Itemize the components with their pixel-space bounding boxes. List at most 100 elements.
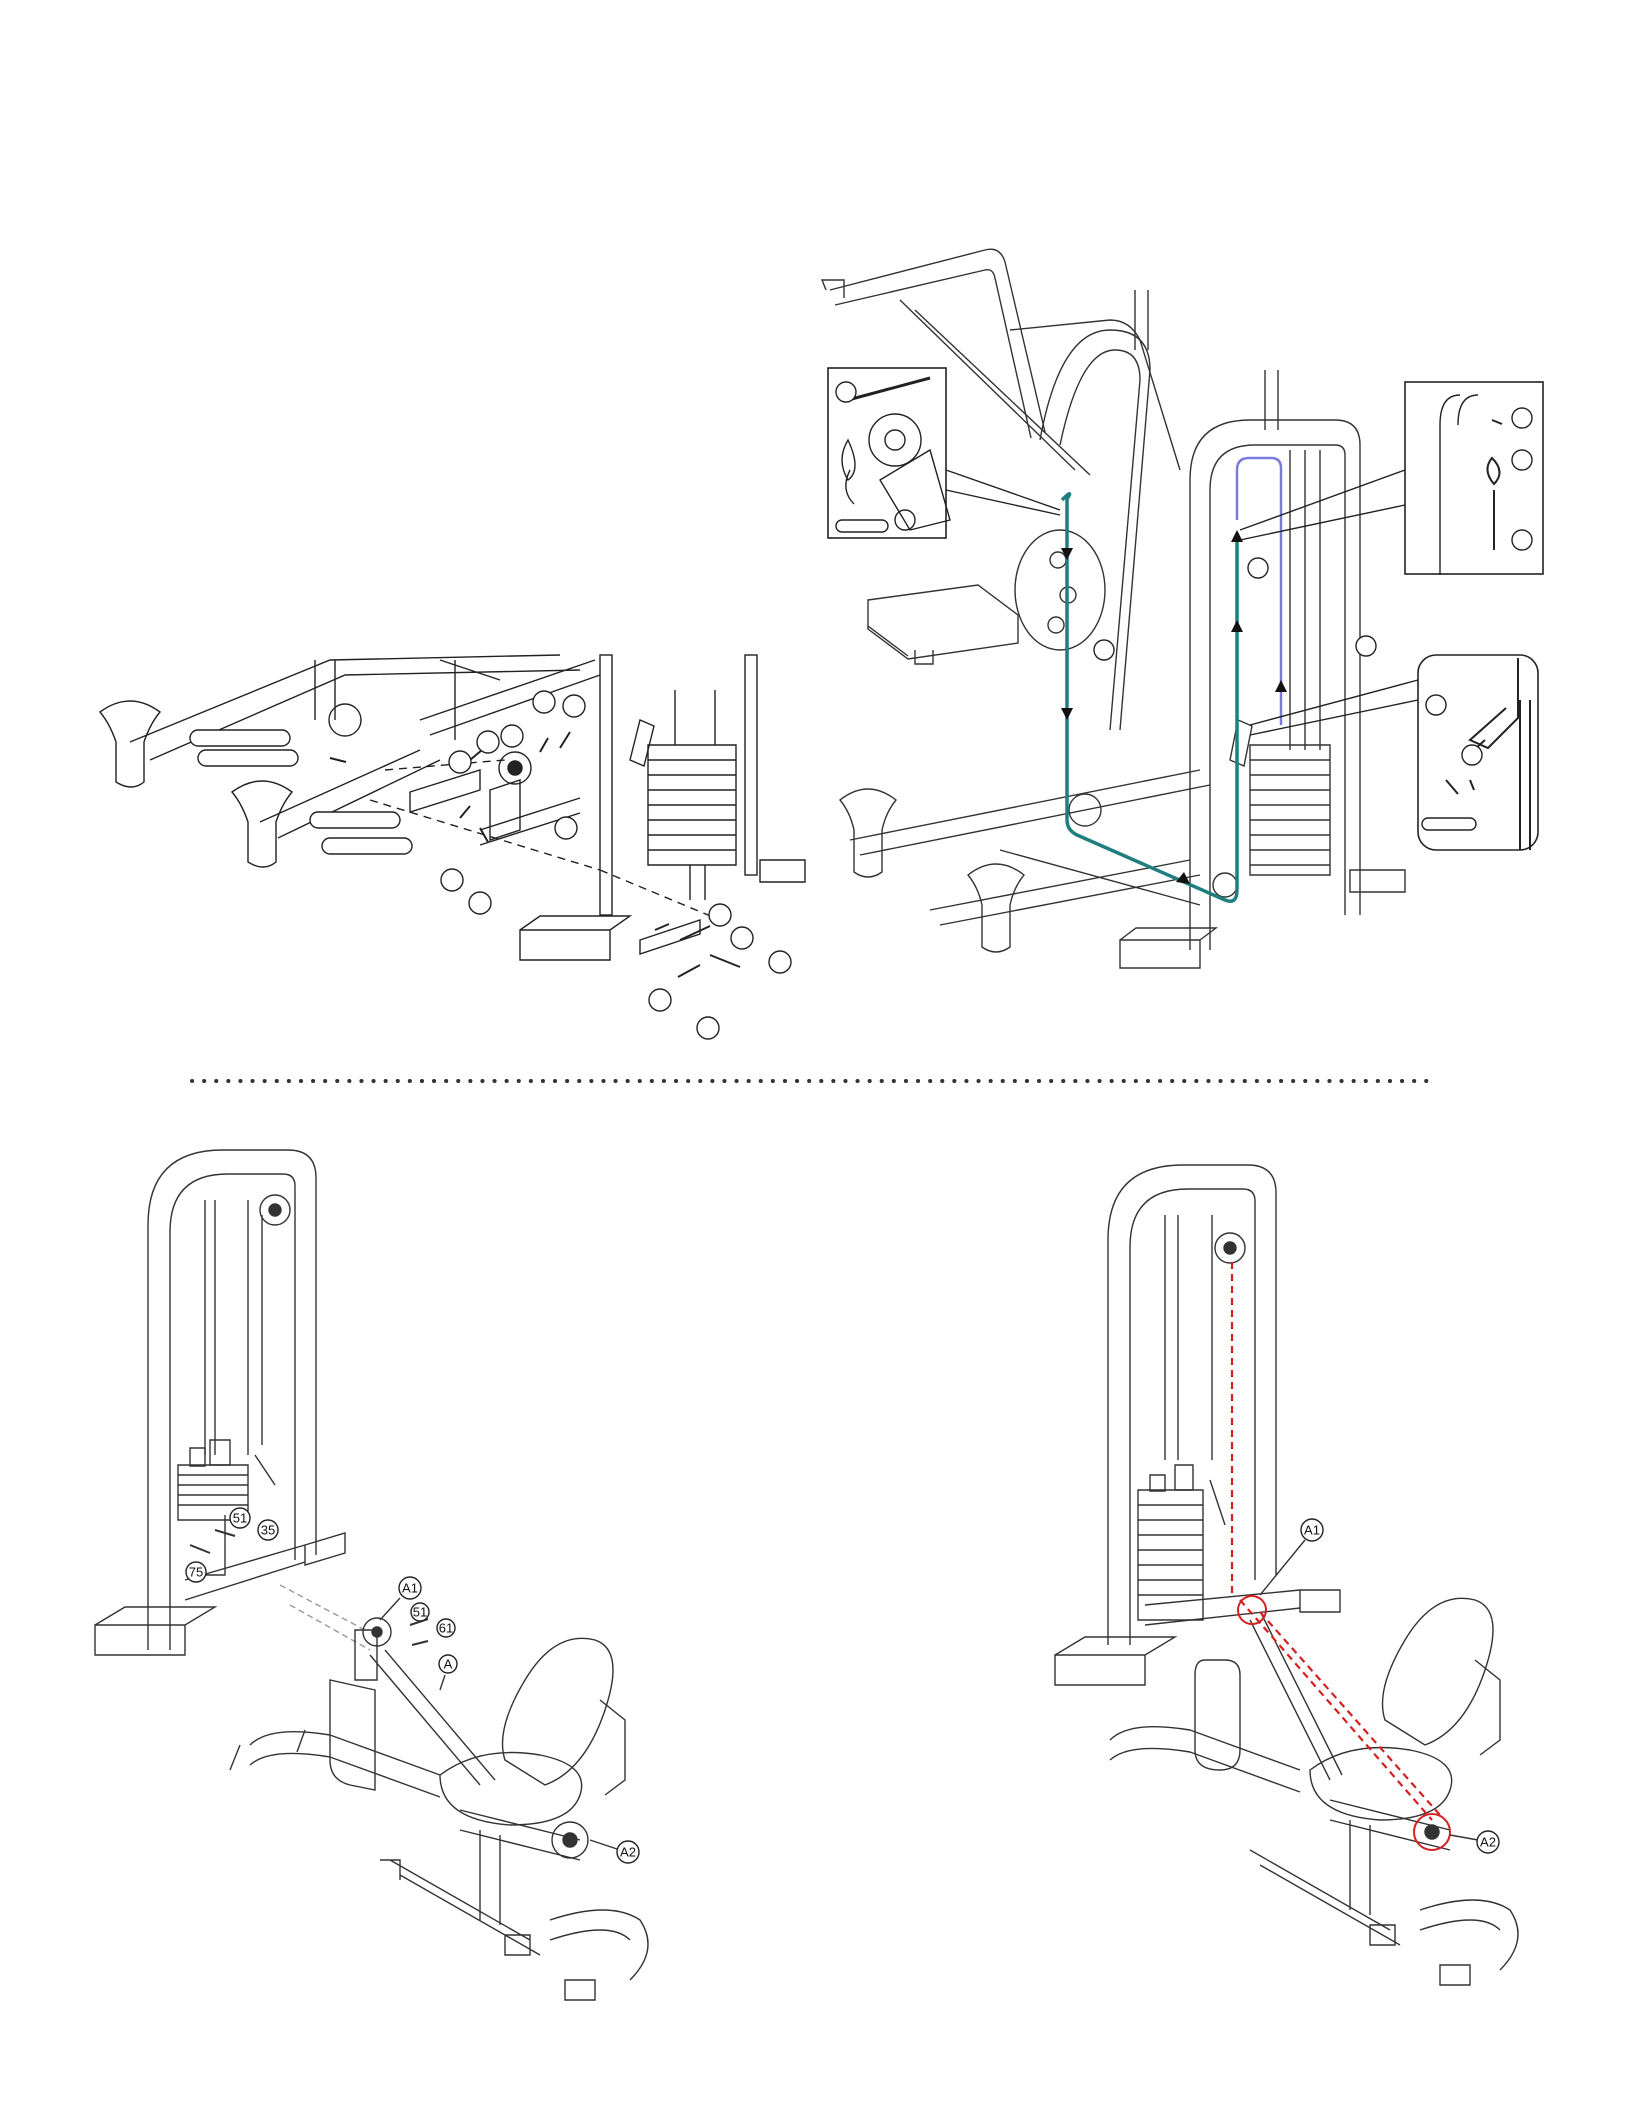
callout-61: 61 — [437, 1619, 455, 1637]
tower-bottom-pulley — [1213, 873, 1237, 897]
top-left-bracket-assembly — [100, 655, 805, 977]
tower-inner-rails — [205, 1200, 248, 1455]
inset-leader-lines — [946, 470, 1418, 735]
callout-bubble — [441, 869, 463, 891]
weight-stack-rods — [675, 690, 715, 900]
arm-bracket — [355, 1630, 377, 1680]
callout-text: 51 — [233, 1511, 247, 1526]
weight-stack-handle — [630, 720, 654, 766]
foot-pad-lower — [968, 864, 1024, 952]
top-left-callouts — [441, 691, 791, 1039]
callout-a: A — [439, 1655, 457, 1673]
machine-base-foot — [1120, 870, 1405, 968]
tower-base-bl — [95, 1515, 345, 1655]
tower-frame-left — [148, 1150, 316, 1650]
seat-frame-br — [1330, 1800, 1450, 1915]
tower-guide-rods — [1290, 450, 1320, 750]
leg-shin-pad — [330, 1680, 375, 1790]
callout-bubble — [697, 1017, 719, 1039]
seat-back-br — [1383, 1598, 1494, 1745]
tower-frame-right — [1108, 1165, 1276, 1645]
callout-35: 35 — [258, 1520, 278, 1540]
label-bar-3 — [310, 812, 400, 828]
frame-pulley — [329, 704, 361, 736]
callout-bubble — [709, 904, 731, 926]
machine-base-rails — [850, 770, 1210, 925]
weight-tower-upright-left — [600, 655, 612, 915]
callout-bubble — [1426, 695, 1446, 715]
callout-text: 35 — [261, 1523, 275, 1538]
weight-stack-top-bl — [190, 1440, 275, 1485]
callout-text: 51 — [413, 1605, 427, 1620]
top-left-label-bars — [190, 730, 412, 854]
detail-insets — [828, 368, 1543, 850]
callout-text: 75 — [189, 1565, 203, 1580]
leg-shin-pad-br — [1195, 1660, 1240, 1770]
front-handlebar — [230, 1730, 440, 1797]
callout-a1: A1 — [1301, 1519, 1323, 1541]
front-handlebar-br — [1110, 1727, 1300, 1792]
callout-text: A2 — [1480, 1835, 1496, 1850]
callout-leaders-bl — [380, 1598, 620, 1850]
callout-bubble — [1512, 450, 1532, 470]
callout-51: 51 — [411, 1603, 429, 1621]
leg-arm — [370, 1650, 495, 1785]
callout-bubble — [477, 731, 499, 753]
callout-bubble — [836, 382, 856, 402]
tower-frame — [1190, 420, 1360, 950]
callout-bubble — [449, 751, 471, 773]
label-bar-5 — [836, 520, 888, 532]
callout-text: 61 — [439, 1621, 453, 1636]
seat-frame — [460, 1810, 580, 1925]
weight-stack-right — [1250, 745, 1330, 875]
weight-stack — [648, 745, 736, 865]
red-highlight-a1 — [1238, 1596, 1266, 1624]
front-base-bl — [380, 1860, 540, 1955]
top-right-machine — [822, 249, 1405, 968]
callout-75: 75 — [186, 1562, 206, 1582]
mounting-bracket — [410, 770, 580, 845]
label-bar-4 — [322, 838, 412, 854]
bottom-right-machine — [1055, 1165, 1518, 1985]
cable-route-blue — [1237, 458, 1281, 725]
foot-bar-br — [1420, 1900, 1518, 1985]
callout-bubble — [731, 927, 753, 949]
tower-base-br — [1055, 1590, 1340, 1685]
alignment-dashes-bl — [280, 1585, 370, 1650]
foot-pad-left-lower — [232, 781, 292, 867]
callout-bubble — [1356, 636, 1376, 656]
callout-a1: A1 — [399, 1577, 421, 1599]
leg-arm-br — [1250, 1615, 1342, 1780]
callout-bubble — [469, 892, 491, 914]
cable-route-teal — [1062, 494, 1237, 902]
callout-text: A — [444, 1657, 453, 1672]
tower-base-foot — [520, 916, 630, 960]
label-bar-2 — [198, 750, 298, 766]
callout-text: A2 — [620, 1845, 636, 1860]
seat-cushion-br — [1310, 1748, 1452, 1821]
label-bar-6 — [1422, 818, 1476, 830]
bottom-right-callouts: A1A2 — [1301, 1519, 1499, 1853]
callout-leaders-br — [1260, 1540, 1478, 1840]
seat-handle-br — [1475, 1660, 1500, 1755]
label-bar-1 — [190, 730, 290, 746]
callout-bubble — [555, 817, 577, 839]
callout-a2: A2 — [1477, 1831, 1499, 1853]
callout-text: A1 — [402, 1581, 418, 1596]
cable-route-red-dashed — [1232, 1262, 1440, 1820]
foot-bar-bl — [550, 1910, 648, 2000]
callout-bubble — [1094, 640, 1114, 660]
bottom-left-machine — [95, 1150, 648, 2000]
callout-bubble — [533, 691, 555, 713]
callout-bubble — [501, 725, 523, 747]
alignment-dashes — [370, 760, 720, 920]
callout-text: A1 — [1304, 1523, 1320, 1538]
rear-posts — [1135, 290, 1278, 430]
cable-direction-arrows — [1061, 530, 1287, 884]
lower-plate — [640, 920, 700, 954]
weight-stack-handle-right — [1230, 720, 1252, 766]
callout-bubble — [1512, 530, 1532, 550]
seat-back — [503, 1638, 614, 1785]
label-bar-7 — [1075, 655, 1076, 656]
